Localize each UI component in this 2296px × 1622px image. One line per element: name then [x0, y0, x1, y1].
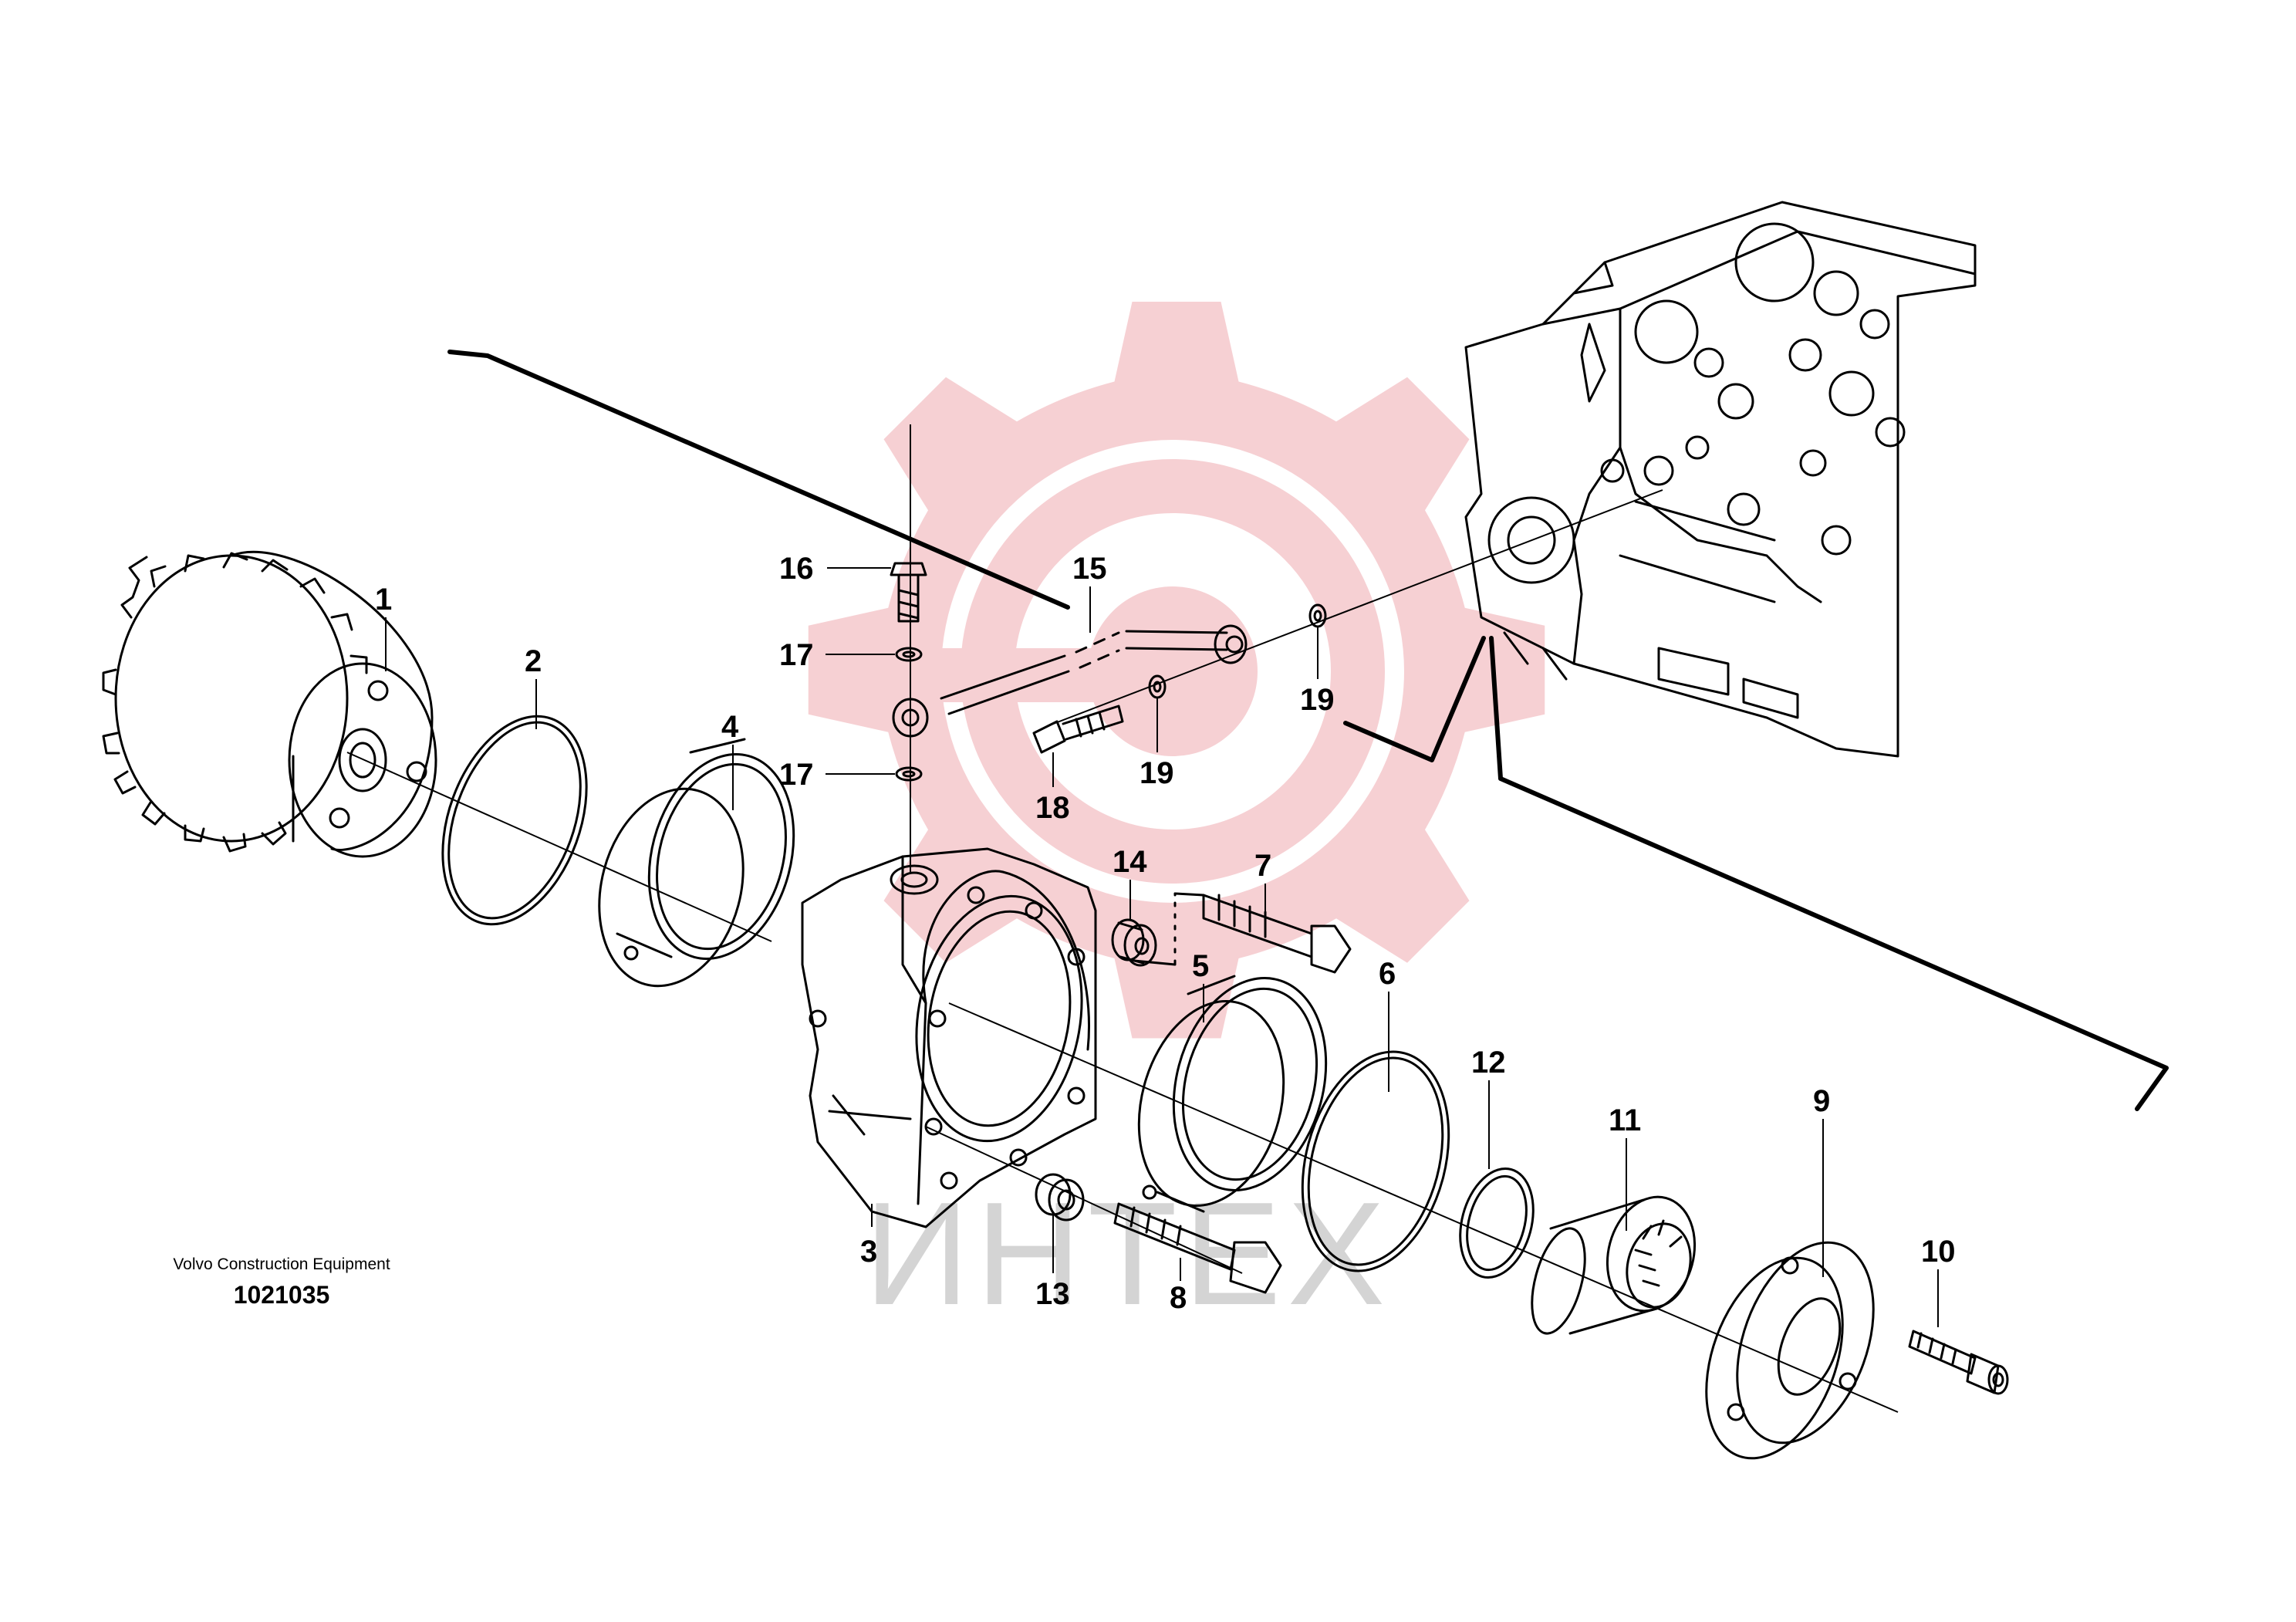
callout-10: 10 — [1921, 1235, 1956, 1269]
engine-block — [1464, 201, 1977, 758]
callout-6: 6 — [1379, 957, 1396, 991]
manufacturer-name: Volvo Construction Equipment — [173, 1255, 390, 1273]
callout-19b: 19 — [1300, 683, 1335, 717]
drawing-caption: Volvo Construction Equipment 1021035 — [154, 1255, 409, 1309]
callout-leader-lines — [385, 567, 1939, 1327]
callout-14: 14 — [1113, 845, 1147, 879]
callout-3: 3 — [860, 1235, 877, 1269]
callout-9: 9 — [1813, 1084, 1830, 1118]
part-8-bolt — [1113, 1202, 1282, 1294]
callout-16: 16 — [779, 552, 814, 586]
callout-2: 2 — [525, 644, 542, 678]
callout-5: 5 — [1192, 949, 1209, 983]
part-5-bushing — [1137, 975, 1328, 1213]
part-12-circlip — [1459, 1167, 1535, 1279]
callout-11: 11 — [1609, 1103, 1641, 1137]
callout-17b: 17 — [779, 758, 814, 792]
part-10-cap-screw — [1908, 1330, 2009, 1395]
callout-12: 12 — [1471, 1046, 1506, 1080]
part-6-o-ring — [1301, 1050, 1450, 1272]
part-2-o-ring — [441, 715, 588, 926]
callout-17a: 17 — [779, 638, 814, 672]
part-16-banjo-bolt — [890, 562, 927, 623]
callout-4: 4 — [721, 710, 739, 744]
callout-8: 8 — [1170, 1281, 1187, 1315]
part-11-coupling — [1531, 1195, 1697, 1335]
callout-18: 18 — [1035, 791, 1070, 825]
part-3-pump-housing — [801, 847, 1097, 1228]
watermark-gear — [808, 302, 1545, 1039]
part-14-sleeve — [1111, 918, 1157, 967]
part-18-banjo-bolt — [1032, 705, 1124, 754]
watermark-text: ИНТЕХ — [864, 1172, 1391, 1336]
part-9-flange — [1705, 1241, 1875, 1460]
callout-13: 13 — [1035, 1277, 1070, 1311]
callout-labels: 1 2 3 4 5 6 7 8 9 10 11 12 13 14 15 16 1… — [375, 552, 1956, 1315]
part-1-drive-gear — [102, 550, 437, 858]
part-4-bushing — [598, 738, 795, 988]
oil-feed-line — [892, 624, 1248, 738]
part-17-washers — [895, 647, 923, 782]
callout-19a: 19 — [1140, 756, 1174, 790]
assembly-bracket-lines — [447, 350, 2169, 1111]
callout-7: 7 — [1254, 849, 1271, 883]
part-7-bolt — [1133, 892, 1352, 974]
drawing-number: 1021035 — [233, 1281, 330, 1309]
callout-1: 1 — [375, 583, 392, 617]
callout-15: 15 — [1072, 552, 1107, 586]
